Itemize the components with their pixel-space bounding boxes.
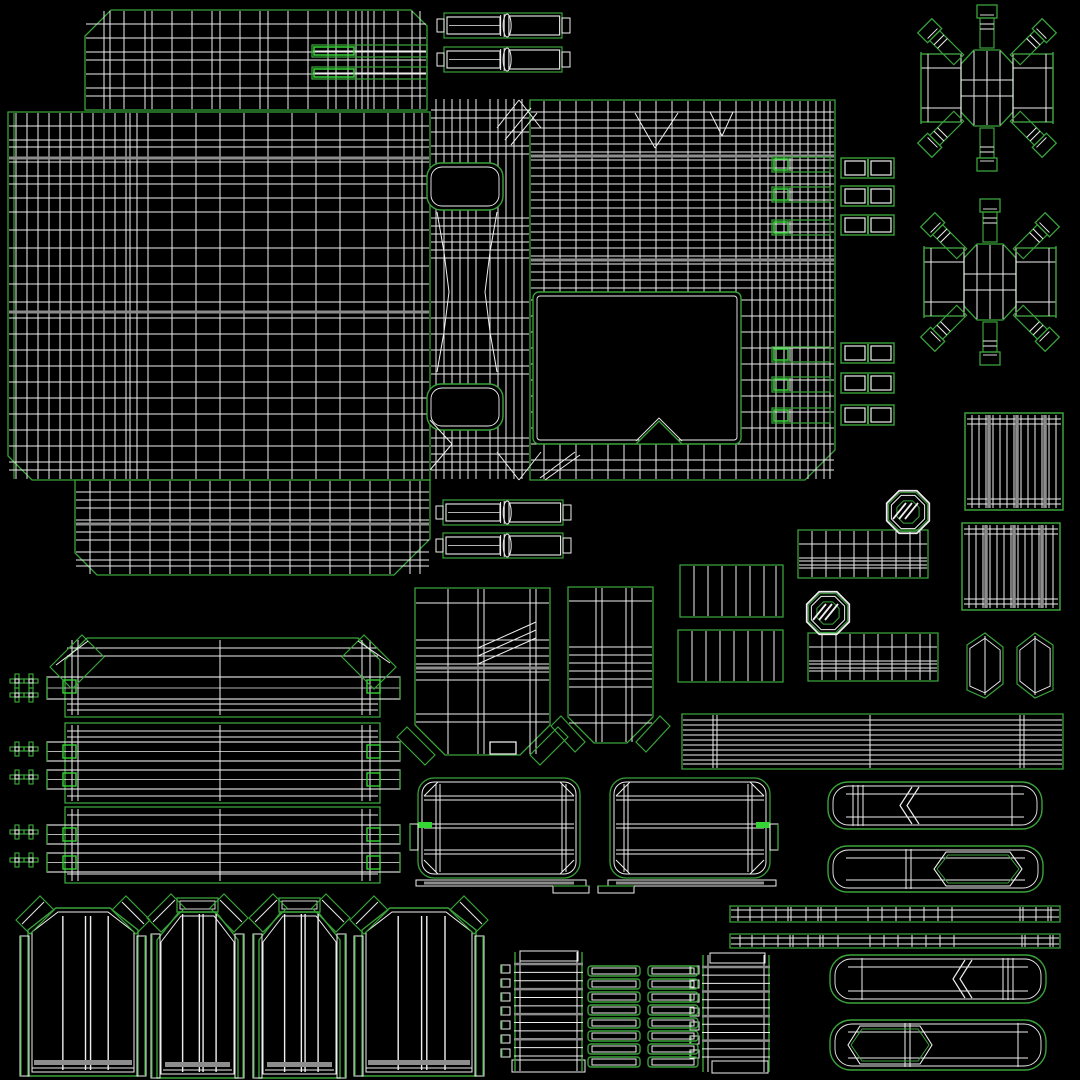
chassis-bottom-flap	[74, 479, 431, 576]
rocker-strip	[681, 713, 1064, 770]
seat-back-1	[15, 895, 151, 1077]
door-flap-2	[529, 726, 569, 766]
door-panel-left-tab	[489, 741, 517, 755]
grille-slats-left	[587, 965, 641, 1068]
stripe-panel-2	[677, 629, 784, 683]
roof-arm-top	[311, 44, 428, 58]
chassis-main-body	[7, 111, 431, 481]
mirror-shell-right	[1016, 632, 1054, 699]
roof-arm-bottom	[311, 66, 428, 80]
clamp-icon-4	[23, 687, 39, 703]
column-cutout-top	[426, 162, 504, 211]
cab-window-cutout	[532, 291, 742, 445]
tire-tread-1	[964, 412, 1064, 511]
chassis-roof	[84, 9, 428, 111]
connector-pair-4	[840, 342, 895, 364]
radiator-right	[689, 952, 770, 1074]
column-diagonals	[429, 99, 581, 481]
door-panel-left	[414, 587, 551, 756]
door-flap-1	[396, 726, 436, 766]
rb-notches	[634, 111, 734, 149]
column-curves	[436, 211, 498, 373]
sill-strip-1	[729, 905, 1061, 923]
seat-back-3	[248, 893, 351, 1079]
clamp-icon-10	[23, 824, 39, 840]
connector-pair-2	[840, 185, 895, 207]
bed-slab-3	[46, 806, 401, 884]
radiator-left	[500, 950, 586, 1073]
tire-tread-2	[961, 522, 1061, 611]
green-tab-row-3	[771, 219, 831, 236]
green-tab-row-6	[771, 407, 831, 424]
connector-pair-5	[840, 372, 895, 394]
connector-pair-1	[840, 157, 895, 179]
wheel-axle-bottom	[919, 198, 1061, 366]
vent-panel-1	[797, 529, 929, 579]
door-panel-ridge	[477, 621, 537, 665]
clamp-icon-6	[23, 741, 39, 757]
green-tab-row-5	[771, 376, 831, 393]
grille-slats-right	[647, 965, 699, 1068]
bumper-right	[597, 777, 779, 894]
green-tab-row-4	[771, 346, 831, 363]
skid-rail-4	[829, 1019, 1047, 1071]
connector-pair-3	[840, 214, 895, 236]
exhaust-bar-1	[436, 12, 571, 39]
stripe-panel-1	[679, 564, 784, 618]
green-tab-row-1	[771, 156, 831, 173]
clamp-icon-12	[23, 852, 39, 868]
skid-rail-3	[829, 954, 1047, 1004]
exhaust-bar-3	[435, 499, 572, 526]
seat-back-4	[349, 895, 489, 1077]
door-flap-3	[550, 715, 586, 753]
connector-pair-6	[840, 404, 895, 426]
vent-panel-2	[807, 632, 939, 682]
bed-slab-1	[46, 634, 401, 718]
bumper-left	[409, 777, 590, 894]
door-flap-4	[635, 715, 671, 753]
skid-rail-2	[827, 845, 1044, 893]
exhaust-bar-2	[436, 46, 571, 73]
wheel-axle-top	[916, 4, 1058, 172]
hub-cap-2	[805, 590, 851, 636]
hub-cap-1	[885, 489, 931, 535]
column-cutout-bottom	[426, 383, 504, 431]
door-panel-right	[567, 586, 654, 744]
skid-rail-1	[827, 781, 1043, 830]
bed-slab-2	[46, 722, 401, 804]
seat-back-2	[146, 893, 249, 1079]
exhaust-bar-4	[435, 532, 572, 559]
clamp-icon-8	[23, 769, 39, 785]
sill-strip-2	[729, 933, 1061, 949]
mirror-shell-left	[966, 632, 1004, 699]
green-tab-row-2	[771, 186, 831, 203]
